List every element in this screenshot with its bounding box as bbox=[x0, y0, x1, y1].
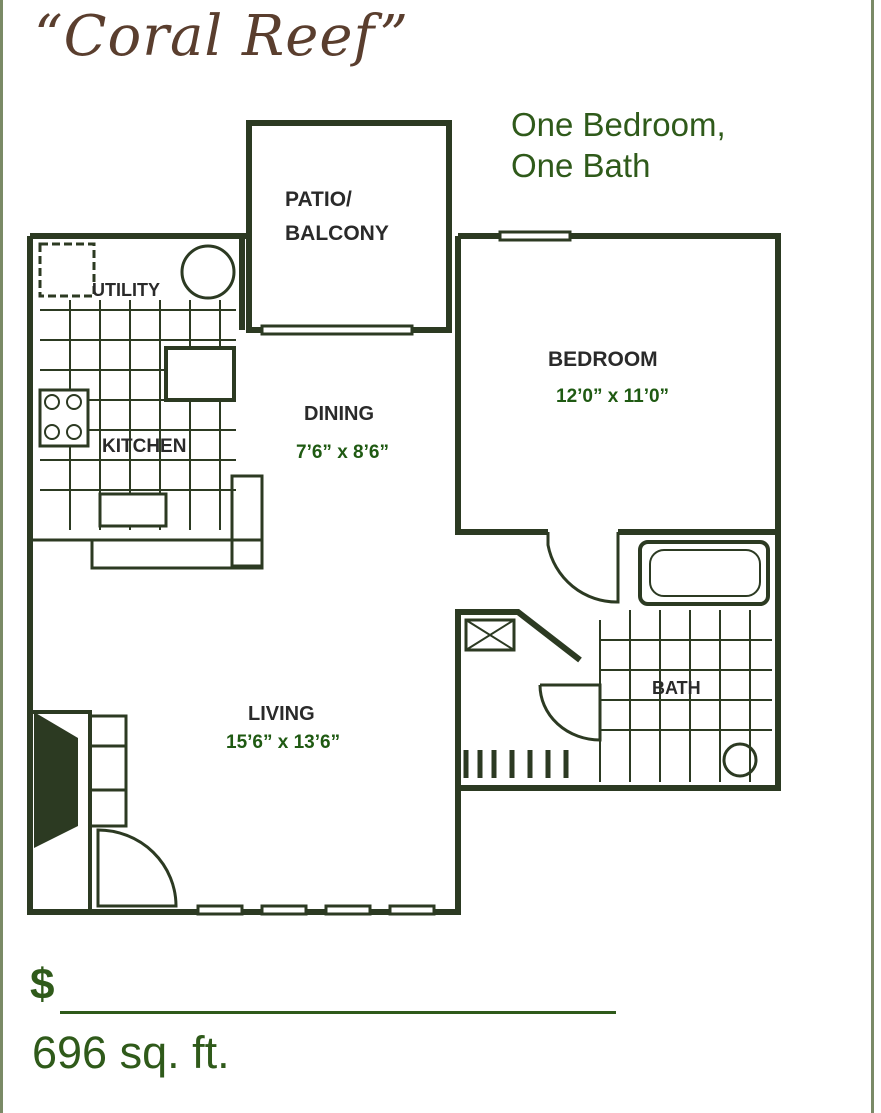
bedroom-dimension: 12’0” x 11’0” bbox=[556, 386, 669, 407]
patio-label-2: BALCONY bbox=[285, 222, 389, 245]
kitchen-label: KITCHEN bbox=[102, 436, 186, 457]
subtitle-line-2: One Bath bbox=[511, 147, 651, 184]
floor-plan: PATIO/ BALCONY UTILITY KITCHEN DINING 7’… bbox=[27, 120, 781, 916]
bath-label: BATH bbox=[652, 678, 701, 698]
fireplace-mantle bbox=[88, 714, 128, 828]
plan-subtitle: One Bedroom, One Bath bbox=[511, 104, 726, 186]
burner-4 bbox=[66, 424, 82, 440]
living-windows bbox=[196, 904, 436, 916]
kitchen-sink bbox=[98, 492, 168, 528]
kitchen-counter bbox=[90, 538, 264, 570]
bathtub bbox=[638, 540, 770, 606]
bedroom-label: BEDROOM bbox=[548, 348, 658, 371]
bathtub-basin bbox=[649, 549, 761, 597]
page-frame-right bbox=[871, 0, 881, 1113]
utility-label: UTILITY bbox=[92, 280, 160, 300]
burner-1 bbox=[44, 394, 60, 410]
price-blank-line bbox=[60, 1011, 616, 1014]
bath-tile-grid bbox=[599, 610, 772, 782]
closet-hangers bbox=[463, 750, 569, 778]
kitchen-tile-grid bbox=[40, 300, 236, 530]
living-walls bbox=[27, 540, 461, 915]
fireplace bbox=[28, 710, 92, 914]
living-label: LIVING bbox=[248, 703, 315, 725]
toilet bbox=[722, 742, 758, 778]
bath-sink bbox=[538, 683, 602, 742]
subtitle-line-1: One Bedroom, bbox=[511, 106, 726, 143]
kitchen-bar bbox=[230, 474, 264, 568]
plan-title: “Coral Reef” bbox=[34, 4, 409, 69]
living-dimension: 15’6” x 13’6” bbox=[226, 732, 340, 753]
closet-shelf bbox=[464, 618, 516, 652]
bedroom-window bbox=[498, 230, 572, 242]
patio-sliding-door bbox=[260, 324, 414, 336]
burner-2 bbox=[66, 394, 82, 410]
page-frame-left bbox=[0, 0, 3, 1113]
entry-door bbox=[96, 828, 178, 908]
closet-cross bbox=[465, 619, 515, 651]
price-symbol: $ bbox=[30, 960, 55, 1009]
patio-label-1: PATIO/ bbox=[285, 188, 352, 211]
dining-label: DINING bbox=[304, 403, 374, 425]
fireplace-hearth bbox=[34, 712, 78, 848]
bedroom-walls bbox=[455, 233, 781, 535]
burner-3 bbox=[44, 424, 60, 440]
dining-dimension: 7’6” x 8’6” bbox=[296, 442, 389, 463]
dryer bbox=[180, 244, 236, 300]
refrigerator bbox=[164, 346, 236, 402]
bedroom-door bbox=[546, 532, 620, 604]
kitchen-walls bbox=[27, 233, 449, 540]
square-footage: 696 sq. ft. bbox=[32, 1027, 230, 1078]
washer bbox=[38, 242, 96, 298]
